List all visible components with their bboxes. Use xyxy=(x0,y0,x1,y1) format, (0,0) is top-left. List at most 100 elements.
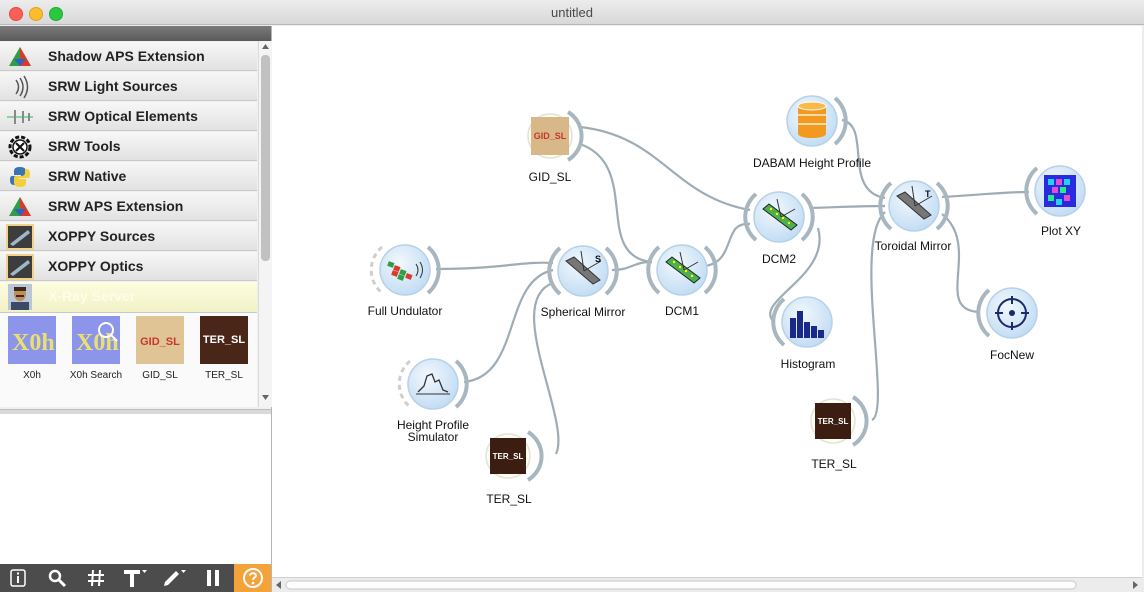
node-ter-sl-bottom[interactable]: TER_SL TER_SL xyxy=(485,430,544,506)
input-channel[interactable] xyxy=(646,245,661,295)
link-ter-spherical[interactable] xyxy=(533,281,560,455)
srw-native-icon xyxy=(3,163,37,190)
widget-ter-sl[interactable]: TER_SL TER_SL xyxy=(195,316,253,382)
srw-tools-icon xyxy=(3,133,37,160)
scroll-left-icon[interactable] xyxy=(276,581,281,589)
widget-gid-sl[interactable]: GID_SL GID_SL xyxy=(131,316,189,382)
widget-palette: X0h X0h X0h X0h Search GID_SL GID_SL TER… xyxy=(0,313,257,407)
link-dcm2-histogram[interactable] xyxy=(769,227,821,323)
category-label: SRW Native xyxy=(48,168,127,184)
category-srw-tools[interactable]: SRW Tools xyxy=(0,132,257,161)
workflow-canvas[interactable]: GID_SL GID_SL DABAM Height Profile xyxy=(272,26,1142,577)
output-channel[interactable] xyxy=(526,430,544,482)
info-button[interactable] xyxy=(0,564,36,592)
crystal-icon xyxy=(665,251,701,284)
input-channel[interactable] xyxy=(976,288,991,338)
category-xoppy-sources[interactable]: XOPPY Sources xyxy=(0,222,257,251)
node-label-dabam: DABAM Height Profile xyxy=(753,156,871,170)
category-xoppy-optics[interactable]: XOPPY Optics xyxy=(0,252,257,281)
zoom-window-button[interactable] xyxy=(49,7,63,21)
link-ter-toroidal[interactable] xyxy=(870,211,886,421)
node-label-plot-xy: Plot XY xyxy=(1041,224,1081,238)
input-channel[interactable] xyxy=(547,246,562,296)
x0h-icon: X0h xyxy=(8,316,56,364)
link-toroidal-plotxy[interactable] xyxy=(941,190,1030,199)
link-dcm1-dcm2[interactable] xyxy=(704,222,751,268)
link-undulator-spherical[interactable] xyxy=(435,261,554,271)
scroll-right-icon[interactable] xyxy=(1133,581,1138,589)
output-channel[interactable] xyxy=(703,245,718,295)
text-icon xyxy=(124,570,147,587)
category-shadow-aps-extension[interactable]: Shadow APS Extension xyxy=(0,42,257,71)
node-gid-sl[interactable]: GID_SL GID_SL xyxy=(527,110,584,184)
toroidal-mirror-icon: T xyxy=(896,185,933,220)
category-srw-aps-extension[interactable]: SRW APS Extension xyxy=(0,192,257,221)
widget-x0h-search[interactable]: X0h X0h Search xyxy=(67,316,125,382)
spherical-mirror-icon: S xyxy=(565,250,602,285)
histogram-icon xyxy=(790,311,824,338)
output-channel[interactable] xyxy=(851,395,869,447)
output-channel[interactable] xyxy=(604,246,619,296)
output-channel[interactable] xyxy=(800,192,815,242)
toolbox-scrollbar[interactable] xyxy=(258,41,272,407)
output-channel[interactable] xyxy=(935,181,950,231)
category-x-ray-server[interactable]: X-Ray Server xyxy=(0,282,257,313)
input-channel-empty xyxy=(397,359,412,409)
node-label-height-profile-2: Simulator xyxy=(408,430,459,444)
output-channel[interactable] xyxy=(454,359,469,409)
zoom-button[interactable] xyxy=(39,564,75,592)
output-channel[interactable] xyxy=(566,110,584,162)
ter-sl-thumb-text: TER_SL xyxy=(203,334,245,346)
category-srw-light-sources[interactable]: SRW Light Sources xyxy=(0,72,257,101)
node-spherical-mirror[interactable]: S Spherical Mirror xyxy=(541,245,626,319)
output-channel[interactable] xyxy=(426,245,441,295)
node-label-ter-sl-right: TER_SL xyxy=(811,457,857,471)
scroll-up-icon[interactable] xyxy=(262,44,269,49)
node-dcm1[interactable]: DCM1 xyxy=(646,244,718,318)
ter-sl-node-icon: TER_SL xyxy=(490,438,526,474)
output-channel[interactable] xyxy=(833,96,848,146)
x-ray-server-icon xyxy=(3,283,37,310)
link-gid-dcm1[interactable] xyxy=(579,142,653,264)
add-arrow-button[interactable] xyxy=(156,564,192,592)
widget-x0h[interactable]: X0h X0h xyxy=(3,316,61,382)
height-profile-icon xyxy=(416,373,450,395)
x0h-search-icon: X0h xyxy=(72,316,120,364)
input-channel[interactable] xyxy=(878,181,893,231)
category-srw-native[interactable]: SRW Native xyxy=(0,162,257,191)
link-toroidal-focnew[interactable] xyxy=(941,213,981,314)
node-height-profile-simulator[interactable]: Height Profile Simulator xyxy=(397,358,469,444)
node-full-undulator[interactable]: Full Undulator xyxy=(368,244,443,318)
widget-label: X0h Search xyxy=(69,370,123,381)
category-label: Shadow APS Extension xyxy=(48,48,205,64)
srw-optical-elements-icon xyxy=(3,103,37,130)
category-srw-optical-elements[interactable]: SRW Optical Elements xyxy=(0,102,257,131)
link-height-spherical[interactable] xyxy=(463,268,554,384)
link-dabam-toroidal[interactable] xyxy=(841,118,886,200)
input-channel[interactable] xyxy=(1024,166,1039,216)
scroll-down-icon[interactable] xyxy=(262,395,269,400)
help-button[interactable] xyxy=(234,564,271,592)
node-dcm2[interactable]: DCM2 xyxy=(743,191,815,266)
canvas-horizontal-scrollbar[interactable] xyxy=(272,577,1142,592)
plot-xy-icon xyxy=(1044,175,1076,207)
scrollbar-thumb[interactable] xyxy=(261,55,270,261)
link-gid-dcm2[interactable] xyxy=(579,125,751,212)
node-plot-xy[interactable]: Plot XY xyxy=(1024,165,1086,238)
pause-button[interactable] xyxy=(195,564,231,592)
close-window-button[interactable] xyxy=(9,7,23,21)
input-channel[interactable] xyxy=(743,192,758,242)
input-channel[interactable] xyxy=(771,297,786,347)
minimize-window-button[interactable] xyxy=(29,7,43,21)
node-ter-sl-right[interactable]: TER_SL TER_SL xyxy=(810,395,869,471)
horizontal-scrollbar-thumb[interactable] xyxy=(285,580,1077,590)
link-dcm2-toroidal[interactable] xyxy=(809,204,886,210)
node-dabam-height-profile[interactable]: DABAM Height Profile xyxy=(753,95,871,170)
node-focnew[interactable]: FocNew xyxy=(976,287,1038,362)
node-toroidal-mirror[interactable]: T Toroidal Mirror xyxy=(875,180,952,253)
node-histogram[interactable]: Histogram xyxy=(771,296,835,371)
category-label: SRW APS Extension xyxy=(48,198,184,214)
align-grid-button[interactable] xyxy=(78,564,114,592)
database-icon xyxy=(797,101,827,138)
add-text-button[interactable] xyxy=(117,564,153,592)
